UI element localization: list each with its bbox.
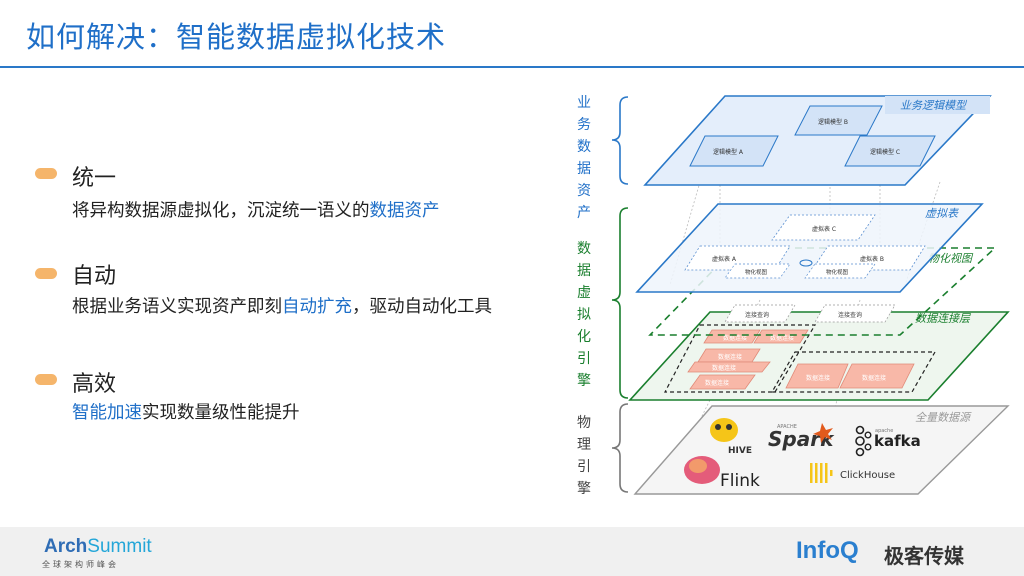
point-body-efficient: 智能加速实现数量级性能提升: [72, 400, 552, 426]
point-heading-auto: 自动: [72, 264, 117, 289]
logic-model-box: [794, 105, 883, 136]
logic-model-box: [689, 135, 779, 167]
page-title: 如何解决：智能数据虚拟化技术: [26, 20, 447, 54]
point-text: 根据业务语义实现资产即刻: [72, 297, 282, 317]
connector-label: 数据连接: [712, 364, 736, 372]
logic-model-box: [844, 135, 936, 167]
architecture-diagram: 全量数据源 HIVE APACHE Spark apache kafka Fli…: [611, 95, 1010, 495]
point-body-auto: 根据业务语义实现资产即刻自动扩充，驱动自动化工具: [72, 294, 542, 320]
archsummit-logo: ArchSummit: [44, 536, 152, 557]
side-label-business: 业务数据资产: [577, 95, 591, 221]
point-heading-unify: 统一: [72, 166, 117, 191]
logic-model-label: 逻辑模型 A: [713, 148, 744, 156]
footer-bar: [0, 527, 1024, 576]
svg-text:Flink: Flink: [720, 471, 760, 491]
clickhouse-logo: ClickHouse: [810, 463, 895, 483]
logic-model-label: 逻辑模型 C: [870, 148, 900, 156]
point-heading-efficient: 高效: [72, 372, 117, 397]
side-label-engine: 数据虚拟化引擎: [577, 241, 591, 389]
infoq-logo: InfoQ: [796, 537, 859, 564]
view-box: [724, 263, 791, 279]
virtual-table-label: 虚拟表 B: [860, 255, 884, 263]
point-highlight: 数据资产: [369, 201, 440, 221]
layer-label-all-sources: 全量数据源: [915, 411, 972, 424]
hive-logo: HIVE: [710, 418, 752, 456]
point-highlight: 自动扩充: [282, 297, 352, 317]
connector-label: 数据连接: [770, 334, 794, 342]
point-text: ，驱动自动化工具: [352, 297, 492, 317]
connector-box: [839, 363, 915, 389]
connection-query-box: [814, 304, 896, 323]
view-box: [804, 263, 876, 279]
point-text: 将异构数据源虚拟化，沉淀统一语义的: [72, 201, 370, 221]
brace-engine: [611, 207, 629, 399]
side-label-physical: 物理引擎: [577, 415, 591, 497]
connection-query-box: [724, 304, 796, 323]
spark-star: [813, 423, 833, 443]
flink-logo: Flink: [684, 456, 760, 491]
bullet-marker: [35, 268, 57, 279]
connection-query-label: 连接查询: [745, 311, 769, 319]
connector-box: [689, 374, 756, 390]
layer-label-bg: [885, 96, 990, 114]
geekbang-media-name: 极客传媒: [884, 544, 964, 568]
connector-label: 数据连接: [723, 334, 747, 342]
connection-query-label: 连接查询: [838, 311, 862, 319]
title-divider: [0, 66, 1024, 68]
layer-label-materialized-view: 物化视图: [928, 252, 974, 265]
connector-box: [785, 363, 849, 389]
view-label: 物化视图: [745, 268, 768, 276]
virtual-table-label: 虚拟表 A: [712, 255, 737, 263]
layer-label-business-model: 业务逻辑模型: [900, 99, 968, 112]
logic-model-label: 逻辑模型 B: [818, 118, 848, 126]
virtual-table-box: [771, 214, 876, 241]
archsummit-subtitle: 全球架构师峰会: [42, 560, 119, 569]
svg-text:ClickHouse: ClickHouse: [840, 470, 895, 481]
point-text: 实现数量级性能提升: [142, 403, 300, 423]
point-body-unify: 将异构数据源虚拟化，沉淀统一语义的数据资产: [72, 198, 552, 224]
brace-business: [611, 96, 629, 185]
kafka-logo: apache kafka: [855, 425, 921, 457]
connector-box: [753, 329, 809, 344]
connector-box: [703, 329, 761, 344]
svg-text:apache: apache: [875, 428, 893, 434]
svg-text:kafka: kafka: [874, 432, 921, 450]
layer-label-data-connection: 数据连接层: [915, 312, 971, 325]
connector-label: 数据连接: [806, 374, 830, 382]
virtual-table-label: 虚拟表 C: [812, 225, 836, 233]
brace-physical: [611, 403, 629, 493]
connector-label: 数据连接: [718, 353, 742, 361]
point-highlight: 智能加速: [72, 403, 142, 423]
bullet-marker: [35, 374, 57, 385]
view-label: 物化视图: [826, 268, 849, 276]
join-node: [799, 259, 813, 267]
bullet-marker: [35, 168, 57, 179]
connector-label: 数据连接: [862, 374, 886, 382]
spark-tag: APACHE: [777, 424, 797, 430]
layer-label-virtual-table: 虚拟表: [925, 207, 959, 220]
connector-label: 数据连接: [705, 379, 729, 387]
svg-text:HIVE: HIVE: [728, 446, 752, 456]
connection-group-right: [770, 351, 937, 393]
connector-box: [687, 361, 771, 373]
